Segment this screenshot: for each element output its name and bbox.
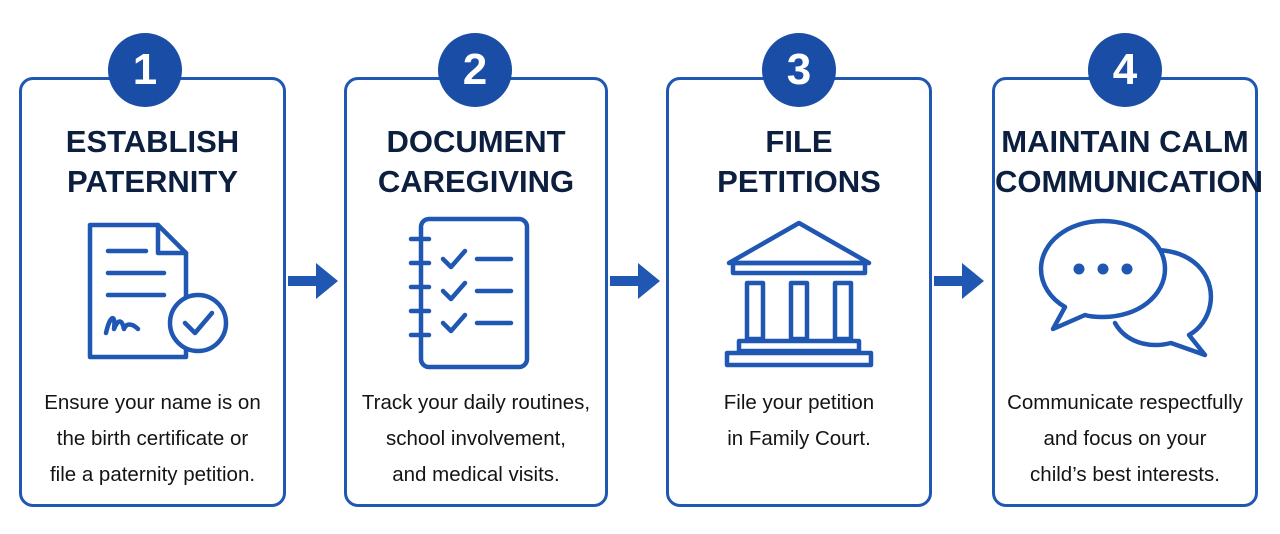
step-4-card: MAINTAIN CALM COMMUNICATION Communicate … [992, 77, 1264, 507]
step-1-description: Ensure your name is on the birth certifi… [44, 391, 261, 486]
arrow-right-icon [288, 263, 338, 299]
arrow-right-icon [610, 263, 660, 299]
arrow-right-icon [934, 263, 984, 299]
step-3-card: FILE PETITIONS File your petition in Fam… [666, 77, 932, 507]
step-2-description: Track your daily routines, school involv… [361, 391, 591, 486]
checklist-notebook-icon [408, 216, 530, 370]
step-2-number-badge: 2 [438, 33, 512, 107]
chat-bubbles-icon [1038, 218, 1214, 358]
step-1-title: ESTABLISH PATERNITY [65, 124, 240, 199]
step-1-number-badge: 1 [108, 33, 182, 107]
step-2-card: DOCUMENT CAREGIVING Track your daily rou… [344, 77, 608, 507]
step-4-number-badge: 4 [1088, 33, 1162, 107]
step-2-title: DOCUMENT CAREGIVING [377, 124, 575, 199]
step-4-description: Communicate respectfully and focus on yo… [1007, 391, 1243, 486]
step-3-description: File your petition in Family Court. [723, 391, 875, 450]
step-4-title: MAINTAIN CALM COMMUNICATION [995, 124, 1264, 199]
step-1-card: ESTABLISH PATERNITY Ensure your name is … [19, 77, 286, 507]
step-3-number-badge: 3 [762, 33, 836, 107]
signed-document-check-icon [87, 222, 228, 360]
courthouse-icon [724, 220, 874, 368]
step-3-title: FILE PETITIONS [717, 124, 881, 199]
